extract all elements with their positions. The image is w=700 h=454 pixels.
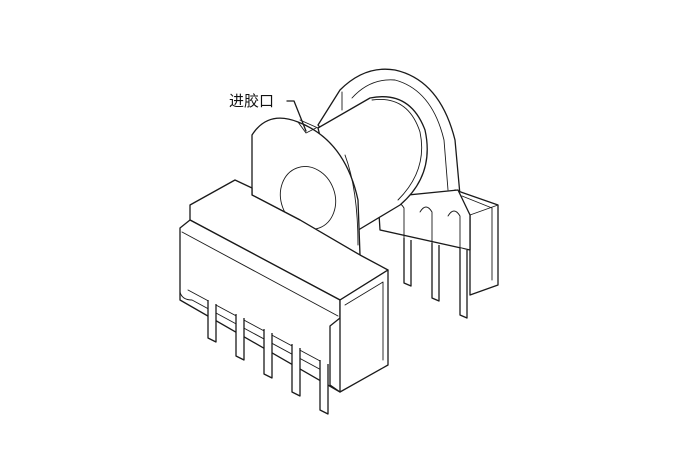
gate-callout-label: 进胶口: [229, 92, 275, 110]
rear-pins: [403, 238, 468, 319]
callout-leader: [286, 100, 307, 132]
front-pins: [207, 300, 329, 415]
front-flange: [251, 117, 361, 256]
